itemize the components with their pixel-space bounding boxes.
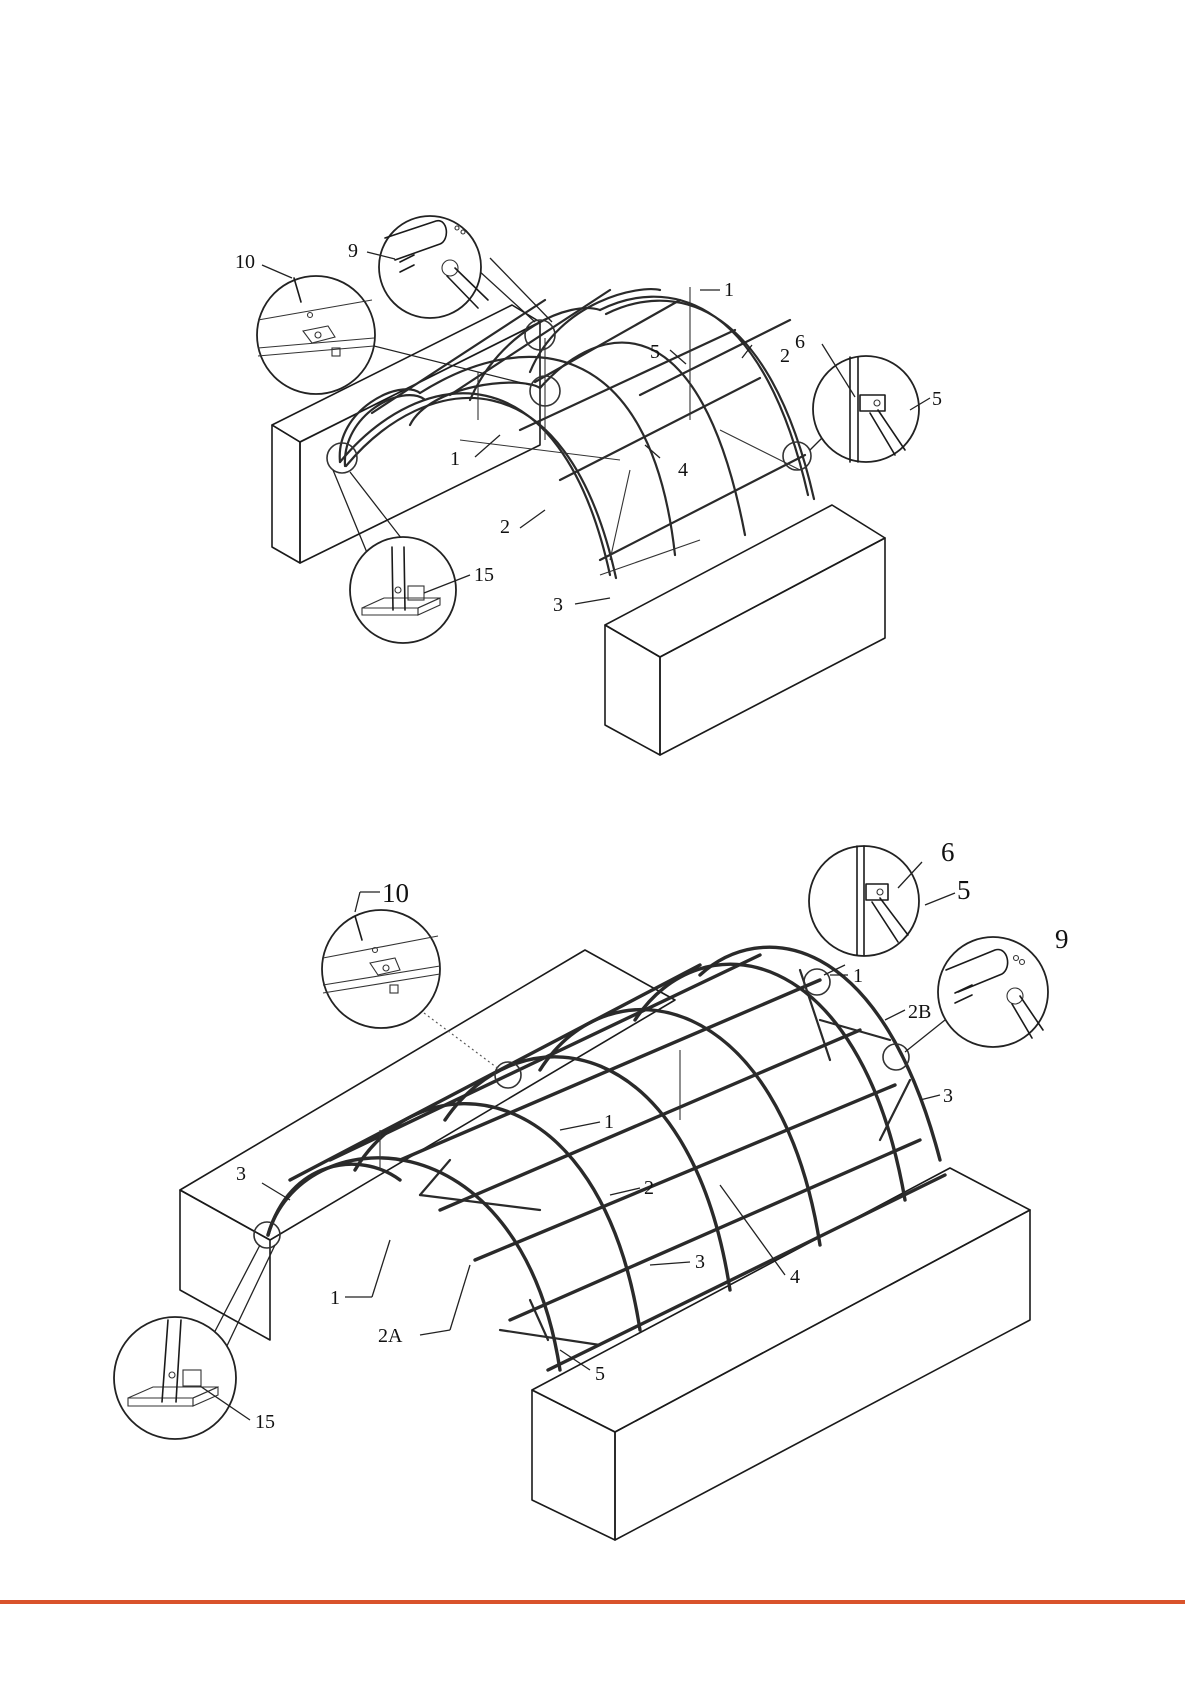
bottom-label-3c: 3 xyxy=(695,1251,705,1273)
top-detail-15 xyxy=(350,537,470,643)
bottom-figure: 10 6 5 9 1 2B 3 3 1 2 3 4 1 2A 5 15 xyxy=(114,837,1069,1540)
top-label-5: 5 xyxy=(650,341,660,363)
top-arches xyxy=(340,289,814,578)
bottom-label-5a: 5 xyxy=(957,875,971,905)
top-right-block xyxy=(605,505,885,755)
bottom-label-1c: 1 xyxy=(330,1287,340,1309)
bottom-label-1b: 1 xyxy=(604,1111,614,1133)
bottom-detail-6-5 xyxy=(809,846,955,956)
top-label-2b: 2 xyxy=(500,516,510,538)
top-label-10: 10 xyxy=(235,251,255,273)
bottom-label-10: 10 xyxy=(382,878,409,908)
top-detail-10 xyxy=(257,265,375,394)
bottom-braces xyxy=(380,970,910,1345)
bottom-label-2B: 2B xyxy=(908,1001,931,1023)
bottom-detail-9 xyxy=(938,937,1048,1047)
bottom-label-3b: 3 xyxy=(236,1163,246,1185)
bottom-detail-10 xyxy=(322,892,440,1028)
top-braces xyxy=(460,287,800,575)
top-label-2a: 2 xyxy=(780,345,790,367)
top-label-1b: 1 xyxy=(450,448,460,470)
top-purlins xyxy=(372,290,805,560)
bottom-label-2: 2 xyxy=(644,1177,654,1199)
top-label-6: 6 xyxy=(795,331,805,353)
top-label-5b: 5 xyxy=(932,388,942,410)
top-label-15: 15 xyxy=(474,564,494,586)
top-detail-9 xyxy=(367,216,488,318)
footer-rule xyxy=(0,1600,1185,1604)
bottom-label-6: 6 xyxy=(941,837,955,867)
bottom-label-1a: 1 xyxy=(853,965,863,987)
top-detail-6-5 xyxy=(813,344,930,462)
bottom-label-2A: 2A xyxy=(378,1325,403,1347)
bottom-right-block xyxy=(532,1168,1030,1540)
bottom-detail-15 xyxy=(114,1317,250,1439)
bottom-label-4: 4 xyxy=(790,1266,800,1288)
top-figure: 10 9 1 5 2 6 5 1 4 2 15 3 xyxy=(235,216,942,755)
bottom-label-9: 9 xyxy=(1055,924,1069,954)
top-label-1a: 1 xyxy=(724,279,734,301)
bottom-label-3a: 3 xyxy=(943,1085,953,1107)
top-label-4: 4 xyxy=(678,459,688,481)
top-label-9: 9 xyxy=(348,240,358,262)
bottom-label-5b: 5 xyxy=(595,1363,605,1385)
top-label-3: 3 xyxy=(553,594,563,616)
bottom-label-15: 15 xyxy=(255,1411,275,1433)
